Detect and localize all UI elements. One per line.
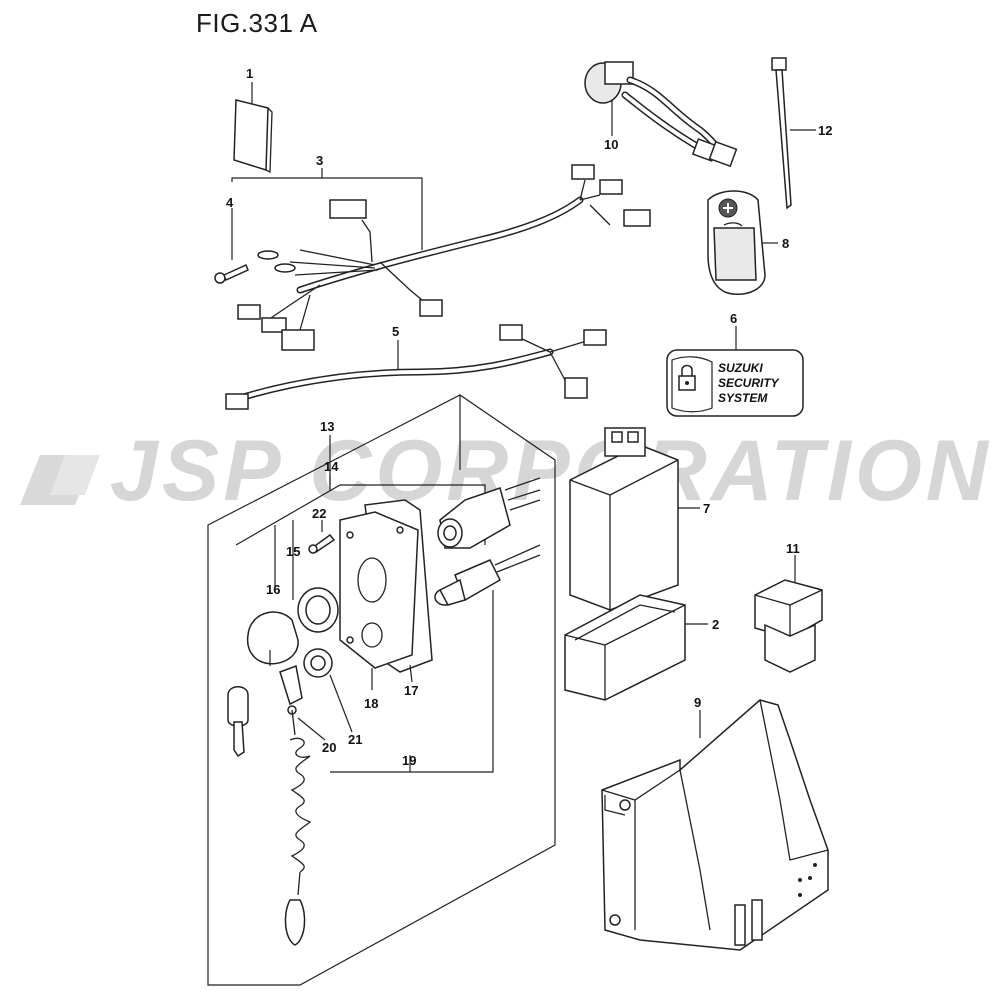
callout-9: 9 bbox=[694, 695, 701, 710]
callout-6: 6 bbox=[730, 311, 737, 326]
callout-10: 10 bbox=[604, 137, 618, 152]
callout-22: 22 bbox=[312, 506, 326, 521]
part-4-screw bbox=[214, 208, 249, 284]
decal-line-3: SYSTEM bbox=[718, 391, 768, 405]
part-11-switch bbox=[754, 555, 823, 673]
callout-7: 7 bbox=[703, 501, 710, 516]
callout-4: 4 bbox=[226, 195, 234, 210]
part-8-fob bbox=[707, 190, 778, 296]
part-7-module bbox=[569, 427, 700, 611]
part-6-decal: SUZUKI SECURITY SYSTEM bbox=[666, 326, 804, 417]
callout-14: 14 bbox=[324, 459, 339, 474]
stop-switch bbox=[434, 544, 541, 606]
callout-15: 15 bbox=[286, 544, 300, 559]
callout-19: 19 bbox=[402, 753, 416, 768]
callout-3: 3 bbox=[316, 153, 323, 168]
callout-21: 21 bbox=[348, 732, 362, 747]
callout-13: 13 bbox=[320, 419, 334, 434]
callout-20: 20 bbox=[322, 740, 336, 755]
part-12-cable-tie bbox=[771, 57, 816, 210]
part-20-lanyard bbox=[279, 664, 326, 946]
part-3-harness bbox=[231, 164, 651, 351]
callouts: 1 2 3 4 5 6 7 8 9 10 11 12 13 14 15 16 1… bbox=[226, 66, 832, 768]
callout-8: 8 bbox=[782, 236, 789, 251]
callout-12: 12 bbox=[818, 123, 832, 138]
callout-18: 18 bbox=[364, 696, 378, 711]
part-10-connector bbox=[584, 61, 738, 168]
part-9-cover bbox=[601, 699, 829, 951]
callout-16: 16 bbox=[266, 582, 280, 597]
part-2-bracket bbox=[564, 594, 708, 701]
callout-5: 5 bbox=[392, 324, 399, 339]
part-22-screw bbox=[308, 520, 336, 554]
ignition-switch bbox=[437, 477, 541, 549]
part-15-nut bbox=[297, 587, 339, 633]
watermark-text: JSP CORPORATION bbox=[110, 423, 992, 519]
callout-11: 11 bbox=[786, 541, 800, 556]
callout-17: 17 bbox=[404, 683, 418, 698]
part-16-cap bbox=[246, 611, 299, 666]
callout-1: 1 bbox=[246, 66, 253, 81]
figure-title: FIG.331 A bbox=[196, 8, 318, 38]
part-1-card bbox=[233, 82, 273, 174]
watermark: JSP CORPORATION bbox=[20, 423, 992, 519]
part-18-plate bbox=[339, 511, 419, 690]
decal-line-1: SUZUKI bbox=[718, 361, 763, 375]
part-5-harness bbox=[225, 324, 607, 410]
part-21-nut bbox=[303, 648, 353, 733]
ignition-key bbox=[227, 686, 249, 758]
decal-line-2: SECURITY bbox=[718, 376, 780, 390]
callout-2: 2 bbox=[712, 617, 719, 632]
